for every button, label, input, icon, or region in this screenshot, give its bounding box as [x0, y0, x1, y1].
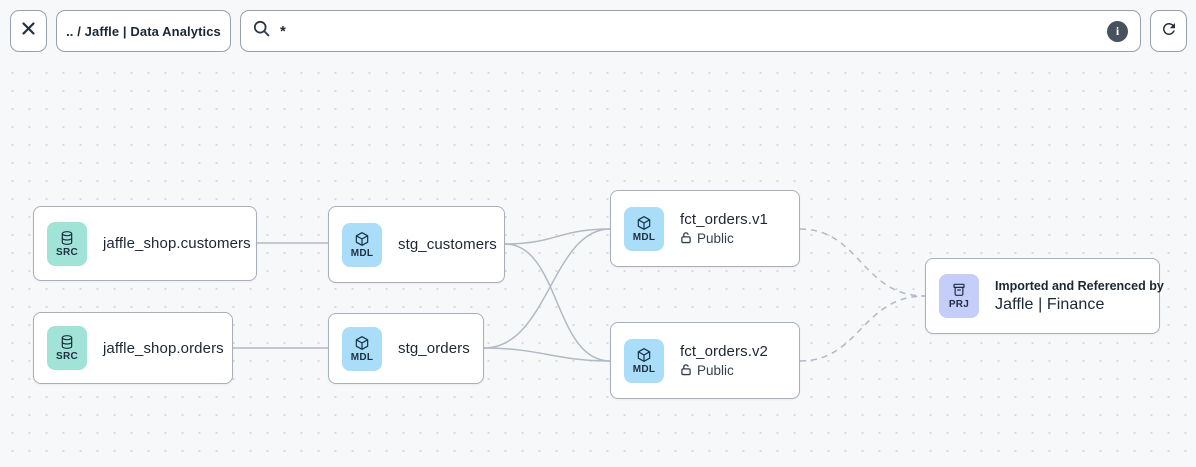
badge-label: MDL [632, 231, 656, 243]
unlock-icon [680, 231, 692, 247]
model-badge: MDL [342, 222, 382, 267]
badge-label: MDL [350, 247, 374, 259]
cube-icon [354, 231, 370, 247]
node-stg-orders[interactable]: MDL stg_orders [328, 313, 484, 384]
model-badge: MDL [624, 206, 664, 251]
source-badge: SRC [47, 326, 87, 370]
database-icon [59, 334, 75, 350]
node-fct-orders-v1[interactable]: MDL fct_orders.v1 Public [610, 190, 800, 267]
search-bar[interactable]: i [240, 10, 1141, 52]
visibility-label: Public [697, 231, 734, 246]
search-input[interactable] [280, 22, 1107, 40]
node-jaffle-finance-project[interactable]: PRJ Imported and Referenced by Jaffle | … [925, 258, 1164, 334]
archive-icon [951, 282, 967, 298]
cube-icon [354, 335, 370, 351]
node-title: stg_customers [398, 236, 497, 253]
info-icon[interactable]: i [1107, 20, 1128, 42]
node-title: jaffle_shop.customers [103, 235, 251, 252]
node-title: fct_orders.v2 [680, 342, 769, 360]
cube-icon [636, 215, 652, 231]
close-button[interactable] [10, 10, 47, 52]
project-badge: PRJ [939, 274, 979, 318]
badge-label: SRC [55, 351, 78, 362]
node-jaffle-shop-customers[interactable]: SRC jaffle_shop.customers [33, 206, 257, 281]
node-fct-orders-v2[interactable]: MDL fct_orders.v2 Public [610, 322, 800, 399]
model-badge: MDL [342, 326, 382, 371]
node-subtitle: Imported and Referenced by [995, 278, 1164, 293]
node-title: Jaffle | Finance [995, 295, 1105, 313]
visibility-label: Public [697, 363, 734, 378]
refresh-icon [1160, 20, 1178, 43]
close-icon [21, 21, 36, 41]
refresh-button[interactable] [1150, 10, 1187, 52]
badge-label: PRJ [948, 299, 970, 310]
node-title: stg_orders [398, 340, 470, 357]
badge-label: SRC [55, 246, 78, 258]
breadcrumb[interactable]: .. / Jaffle | Data Analytics [56, 10, 231, 52]
node-stg-customers[interactable]: MDL stg_customers [328, 206, 505, 283]
node-title: fct_orders.v1 [680, 210, 769, 228]
magnifier-icon [253, 20, 270, 42]
breadcrumb-label: .. / Jaffle | Data Analytics [66, 23, 221, 39]
source-badge: SRC [47, 221, 87, 266]
node-title: jaffle_shop.orders [103, 339, 224, 357]
node-jaffle-shop-orders[interactable]: SRC jaffle_shop.orders [33, 312, 233, 384]
database-icon [59, 230, 75, 246]
model-badge: MDL [624, 338, 664, 383]
unlock-icon [680, 363, 692, 379]
badge-label: MDL [632, 363, 656, 375]
badge-label: MDL [350, 351, 374, 363]
cube-icon [636, 347, 652, 363]
